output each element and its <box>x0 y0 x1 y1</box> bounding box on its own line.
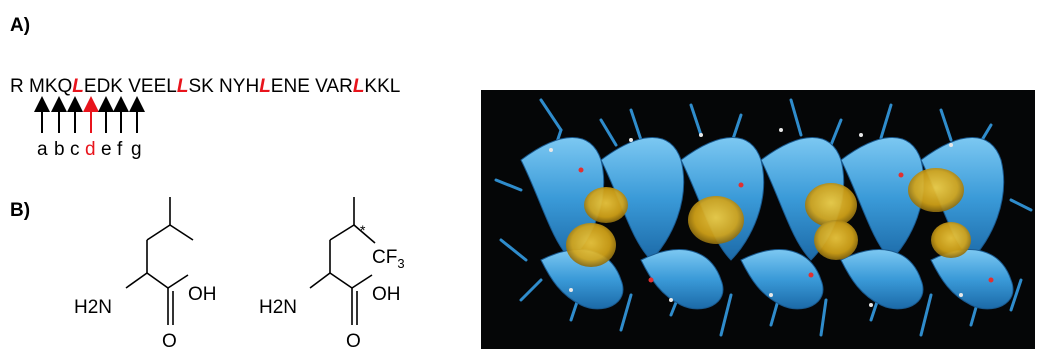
sequence-segment: EDK VEEL <box>83 76 177 97</box>
panel-a-label: A) <box>10 15 31 36</box>
heptad-letter-g: g <box>131 139 142 160</box>
leucine-carbonyl-label: O <box>162 331 177 349</box>
sequence-segment: KKL <box>364 76 401 97</box>
stereocenter-mark: * <box>360 222 366 238</box>
leucine-amine-label: H2N <box>74 297 112 318</box>
sequence-leucine-d: L <box>259 76 271 97</box>
panel-b-label: B) <box>10 200 31 221</box>
heptad-letter-d: d <box>85 139 96 160</box>
trifluoroleucine-structure: * CF3 H2N OH O <box>259 197 405 349</box>
heptad-letter-e: e <box>101 139 112 160</box>
sequence-segment: SK NYH <box>188 76 260 97</box>
heptad-letter-b: b <box>54 139 65 160</box>
helix-render-image <box>481 90 1035 349</box>
heptad-letter-a: a <box>37 139 48 160</box>
heptad-arrows <box>34 96 145 133</box>
leucine-structure: H2N OH O <box>74 197 217 349</box>
sequence-segment: ENE VAR <box>270 76 353 97</box>
sequence-leucine-d: L <box>72 76 84 97</box>
sequence-leucine-d: L <box>352 76 365 97</box>
heptad-letter-c: c <box>70 139 80 160</box>
trifluoromethyl-label: CF3 <box>372 247 405 271</box>
sequence-leucine-d: L <box>176 76 189 97</box>
heptad-letter-f: f <box>117 139 123 160</box>
trifluoroleucine-amine-label: H2N <box>259 297 297 318</box>
helix-ribbon-drawing <box>494 98 1033 337</box>
peptide-sequence: R MKQLEDK VEELLSK NYHLENE VARLKKL <box>10 76 400 98</box>
trifluoroleucine-carbonyl-label: O <box>346 331 361 349</box>
sequence-segment: R MKQ <box>10 76 73 97</box>
trifluoroleucine-acid-label: OH <box>372 284 401 305</box>
leucine-acid-label: OH <box>188 284 217 305</box>
